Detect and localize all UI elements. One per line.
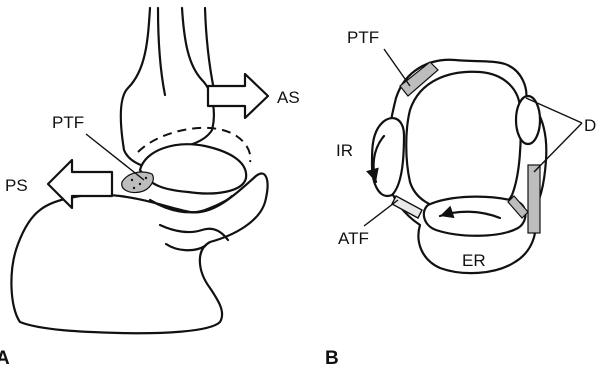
label-ptf-b: PTF [347, 28, 379, 47]
label-atf: ATF [338, 229, 369, 248]
leader-atf [364, 200, 398, 226]
label-ps: PS [5, 176, 28, 195]
fibula-tip [205, 8, 214, 90]
label-d: D [584, 116, 596, 135]
panel-a: AS PS PTF A [0, 8, 300, 369]
panel-letter-b: B [325, 348, 339, 369]
d-stipple-bar [528, 165, 540, 233]
panel-letter-a: A [0, 348, 10, 369]
ir-fragment [372, 118, 404, 196]
anterior-shift-arrow [208, 74, 268, 118]
label-ir: IR [336, 141, 353, 160]
tibia-inner-line [158, 8, 165, 95]
talar-dome [406, 72, 520, 211]
tibia-outline [121, 8, 160, 170]
panel-b: D PTF IR ATF ER B [325, 28, 596, 369]
leader-ptf-b [384, 49, 410, 86]
label-ptf-a: PTF [52, 113, 84, 132]
label-er: ER [462, 251, 486, 270]
label-as: AS [277, 88, 300, 107]
talus [140, 144, 246, 193]
